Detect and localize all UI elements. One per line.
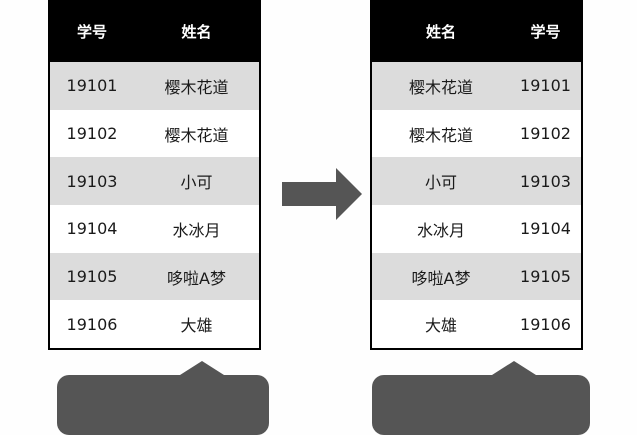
right-callout-pointer bbox=[492, 361, 536, 375]
student-id-cell: 19103 bbox=[66, 171, 118, 191]
name-cell: 水冰月 bbox=[416, 220, 465, 240]
left-callout bbox=[57, 361, 269, 435]
student-id-cell: 19104 bbox=[520, 219, 571, 239]
name-cell: 樱木花道 bbox=[164, 77, 229, 97]
arrow-right-icon bbox=[282, 168, 362, 220]
table-row: 哆啦A梦 19105 bbox=[372, 252, 581, 301]
student-id-cell: 19103 bbox=[520, 171, 571, 191]
table-row: 19103 小可 bbox=[50, 157, 259, 206]
student-id-cell: 19102 bbox=[66, 124, 118, 143]
name-cell: 樱木花道 bbox=[164, 125, 229, 145]
table-row: 大雄 19106 bbox=[372, 300, 581, 349]
name-cell: 小可 bbox=[424, 173, 457, 193]
right-table: 姓名 学号 樱木花道 19101 樱木花道 19102 小可 19103 水冰月… bbox=[370, 0, 583, 350]
student-id-cell: 19106 bbox=[520, 314, 571, 334]
name-cell: 大雄 bbox=[180, 316, 213, 336]
student-id-cell: 19102 bbox=[520, 124, 571, 143]
student-id-cell: 19105 bbox=[520, 267, 571, 287]
table-row: 19101 樱木花道 bbox=[50, 62, 259, 110]
table-row: 19105 哆啦A梦 bbox=[50, 252, 259, 301]
table-row: 19106 大雄 bbox=[50, 300, 259, 349]
right-callout bbox=[372, 361, 590, 435]
left-header-name: 姓名 bbox=[181, 22, 212, 41]
student-id-cell: 19101 bbox=[66, 76, 118, 96]
student-id-cell: 19101 bbox=[520, 76, 571, 96]
table-row: 小可 19103 bbox=[372, 157, 581, 206]
left-table: 学号 姓名 19101 樱木花道 19102 樱木花道 19103 小可 191… bbox=[48, 0, 261, 350]
name-cell: 哆啦A梦 bbox=[411, 268, 471, 288]
table-row: 19104 水冰月 bbox=[50, 205, 259, 253]
name-cell: 大雄 bbox=[424, 316, 457, 336]
table-row: 樱木花道 19101 bbox=[372, 62, 581, 110]
table-row: 水冰月 19104 bbox=[372, 205, 581, 253]
table-row: 19102 樱木花道 bbox=[50, 109, 259, 158]
name-cell: 小可 bbox=[180, 173, 213, 193]
student-id-cell: 19105 bbox=[66, 267, 118, 287]
left-header-student-id: 学号 bbox=[76, 22, 107, 41]
student-id-cell: 19104 bbox=[66, 219, 118, 239]
right-header-student-id: 学号 bbox=[530, 22, 561, 41]
left-table-header: 学号 姓名 bbox=[50, 0, 259, 62]
right-header-name: 姓名 bbox=[425, 22, 456, 41]
name-cell: 水冰月 bbox=[172, 220, 221, 240]
left-callout-pointer bbox=[180, 361, 224, 375]
right-table-header: 姓名 学号 bbox=[372, 0, 581, 62]
table-row: 樱木花道 19102 bbox=[372, 109, 581, 158]
name-cell: 樱木花道 bbox=[408, 125, 473, 145]
name-cell: 樱木花道 bbox=[408, 77, 473, 97]
name-cell: 哆啦A梦 bbox=[167, 268, 226, 288]
student-id-cell: 19106 bbox=[66, 314, 118, 334]
